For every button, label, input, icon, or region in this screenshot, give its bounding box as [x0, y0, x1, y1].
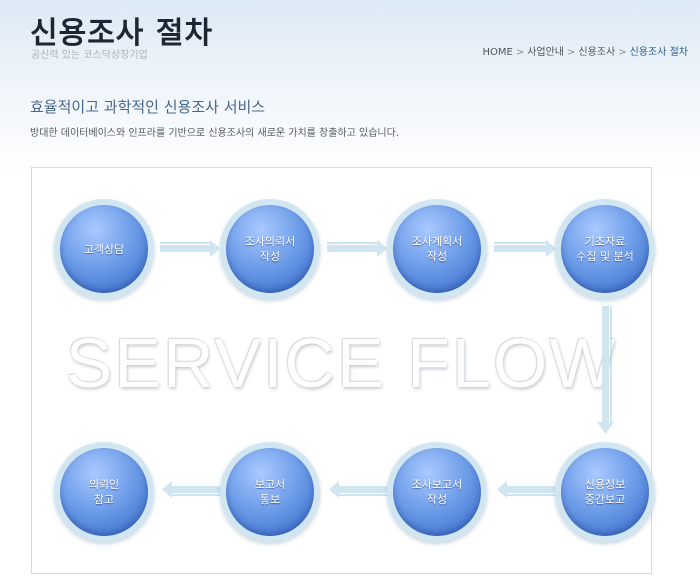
- flow-step-report-notice: 보고서 통보: [220, 442, 320, 542]
- step-circle: 신용정보 중간보고: [561, 448, 649, 536]
- step-label-line1: 조사계획서: [411, 235, 463, 248]
- step-label: 기초자료 수집 및 분석: [576, 234, 634, 264]
- breadcrumb: HOME>사업안내>신용조사>신용조사 절차: [482, 43, 688, 58]
- header-background: [0, 0, 700, 175]
- step-label: 조사의뢰서 작성: [245, 234, 296, 264]
- arrow-left-2: [329, 481, 389, 498]
- step-label-line2: 수집 및 분석: [576, 250, 634, 263]
- breadcrumb-home[interactable]: HOME: [482, 47, 513, 58]
- step-label-line2: 작성: [259, 250, 281, 263]
- step-label: 조사계획서 작성: [412, 234, 463, 264]
- service-flow-watermark: SERVICE FLOW: [65, 324, 618, 402]
- flow-step-research-plan: 조사계획서 작성: [387, 199, 487, 299]
- arrow-right-1: [160, 240, 220, 257]
- section-heading: 효율적이고 과학적인 신용조사 서비스: [30, 98, 266, 116]
- step-circle: 보고서 통보: [226, 448, 314, 536]
- chevron-right-icon: >: [515, 47, 525, 58]
- step-circle: 고객상담: [60, 205, 148, 293]
- step-label: 보고서 통보: [255, 477, 285, 507]
- flow-step-request-form: 조사의뢰서 작성: [220, 199, 320, 299]
- step-label: 의뢰인 참고: [89, 477, 119, 507]
- step-label: 고객상담: [84, 242, 124, 257]
- breadcrumb-business[interactable]: 사업안내: [527, 47, 565, 58]
- breadcrumb-current[interactable]: 신용조사 절차: [629, 47, 688, 58]
- section-description: 방대한 데이터베이스와 인프라를 기반으로 신용조사의 새로운 가치를 창출하고…: [30, 128, 400, 139]
- arrow-left-1: [497, 481, 557, 498]
- step-label-line1: 신용정보: [584, 478, 626, 491]
- chevron-right-icon: >: [567, 47, 576, 58]
- flow-step-client-reference: 의뢰인 참고: [54, 442, 154, 542]
- step-label-line1: 보고서: [254, 478, 286, 491]
- step-circle: 조사의뢰서 작성: [226, 205, 314, 293]
- flow-step-research-report: 조사보고서 작성: [387, 442, 487, 542]
- flow-arrows: [160, 240, 614, 498]
- chevron-right-icon: >: [618, 47, 627, 58]
- step-label-line1: 고객상담: [83, 242, 125, 256]
- step-label-line1: 조사의뢰서: [244, 235, 296, 248]
- service-flow-diagram: SERVICE FLOW: [31, 167, 655, 574]
- step-label-line2: 참고: [93, 493, 115, 506]
- step-label-line1: 기초자료: [584, 235, 626, 248]
- arrow-right-3: [494, 240, 556, 257]
- step-label-line2: 작성: [426, 250, 448, 263]
- step-label-line2: 중간보고: [584, 493, 626, 506]
- step-label: 신용정보 중간보고: [585, 477, 625, 507]
- breadcrumb-credit-research[interactable]: 신용조사: [578, 47, 616, 58]
- page-title: 신용조사 절차: [30, 16, 214, 51]
- step-label-line1: 의뢰인: [88, 478, 120, 491]
- page-subtitle: 공신력 있는 코스닥상장기업: [31, 50, 148, 61]
- step-circle: 기초자료 수집 및 분석: [561, 205, 649, 293]
- arrow-down: [597, 306, 614, 434]
- arrow-left-3: [162, 481, 222, 498]
- step-label-line2: 작성: [426, 493, 448, 506]
- step-label-line2: 통보: [259, 493, 281, 506]
- step-label: 조사보고서 작성: [412, 477, 463, 507]
- step-label-line1: 조사보고서: [411, 478, 463, 491]
- step-circle: 의뢰인 참고: [60, 448, 148, 536]
- step-circle: 조사보고서 작성: [393, 448, 481, 536]
- flow-step-interim-report: 신용정보 중간보고: [555, 442, 655, 542]
- arrow-right-2: [327, 240, 387, 257]
- step-circle: 조사계획서 작성: [393, 205, 481, 293]
- flow-step-data-collection: 기초자료 수집 및 분석: [555, 199, 655, 299]
- flow-step-consultation: 고객상담: [54, 199, 154, 299]
